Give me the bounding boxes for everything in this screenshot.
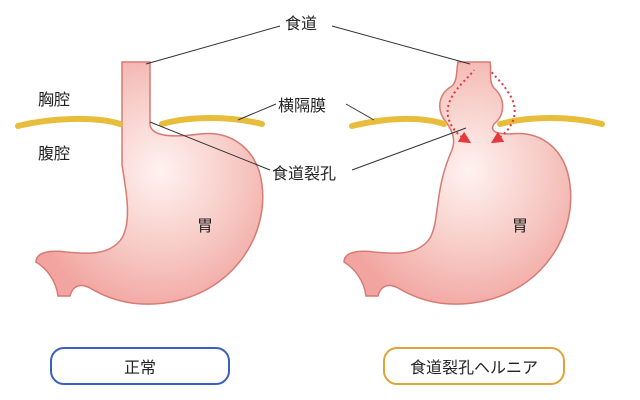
leader-esophagus-right (331, 25, 471, 65)
hernia-arrow-right (489, 69, 516, 144)
leader-hiatus-left (149, 121, 271, 171)
caption-normal-text: 正常 (123, 358, 156, 377)
normal-stomach-shape (35, 61, 264, 305)
label-stomach-normal: 胃 (197, 216, 214, 235)
caption-normal: 正常 (50, 347, 230, 385)
label-stomach-hernia: 胃 (512, 216, 529, 235)
leader-diaphragm-left (237, 103, 277, 121)
hernia-arrow-left (446, 69, 475, 144)
hernia-stomach-shape (343, 61, 572, 305)
normal-diaphragm-right (159, 115, 265, 127)
caption-hernia-text: 食道裂孔ヘルニア (409, 358, 538, 377)
label-thoracic-cavity: 胸腔 (38, 90, 71, 109)
label-esophagus: 食道 (285, 14, 318, 33)
label-abdominal-cavity: 腹腔 (38, 144, 71, 163)
hernia-diaphragm-left (349, 115, 447, 129)
leader-esophagus-left (145, 25, 281, 65)
label-diaphragm: 横隔膜 (278, 96, 327, 115)
leader-diaphragm-right (345, 103, 375, 121)
caption-hernia: 食道裂孔ヘルニア (383, 347, 565, 385)
leader-hiatus-right (351, 127, 467, 171)
label-hiatus: 食道裂孔 (272, 164, 337, 183)
normal-diaphragm-left (15, 115, 123, 129)
hernia-diaphragm-right (497, 115, 605, 127)
